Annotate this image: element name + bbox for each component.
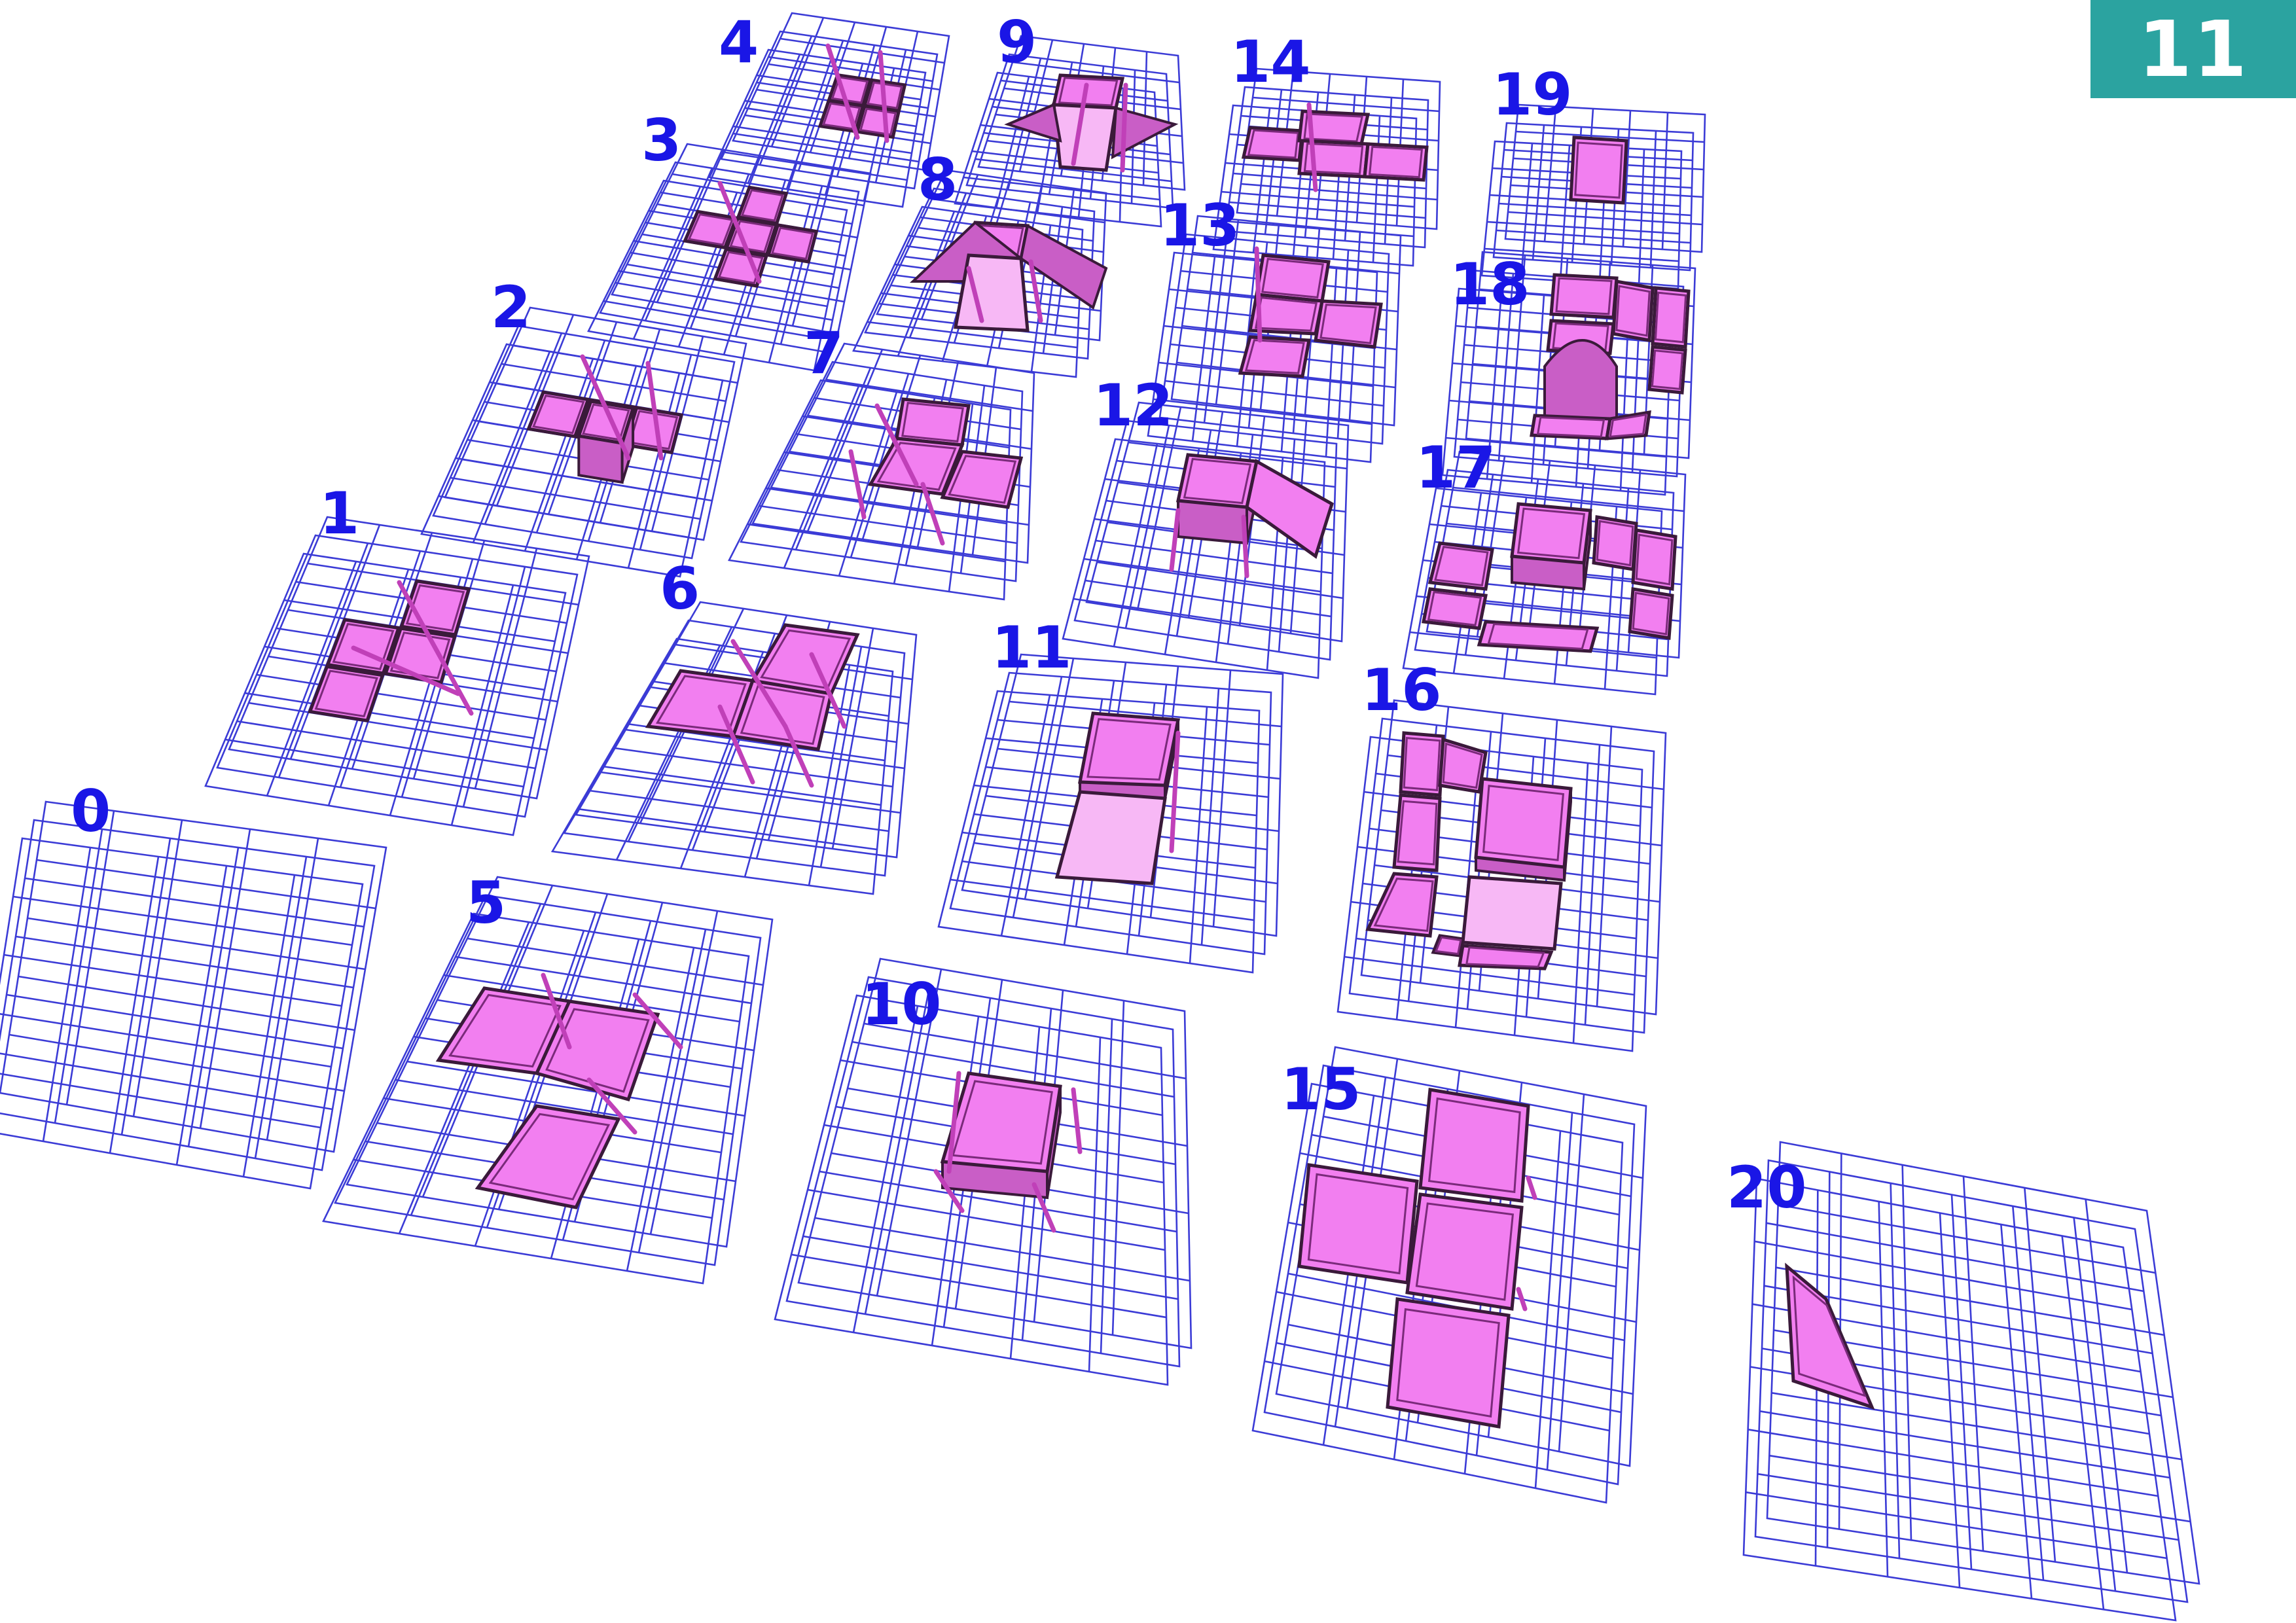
hinge-pin — [1244, 517, 1247, 576]
net-19 — [1571, 137, 1626, 203]
net-face-flap — [1247, 461, 1332, 556]
step-label-17: 17 — [1416, 434, 1496, 501]
step-label-11: 11 — [992, 614, 1071, 681]
net-5 — [439, 975, 681, 1207]
net-4 — [820, 46, 905, 141]
net-3 — [685, 183, 817, 286]
step-label-5: 5 — [466, 869, 506, 936]
net-face — [753, 625, 857, 694]
net-16 — [1368, 733, 1571, 969]
hinge-pin — [1257, 249, 1260, 340]
step-label-1: 1 — [319, 480, 359, 547]
step-label-14: 14 — [1230, 28, 1310, 96]
step-label-10: 10 — [861, 971, 941, 1038]
net-18 — [1532, 275, 1689, 438]
hinge-pin — [1073, 1090, 1080, 1152]
step-label-4: 4 — [719, 9, 759, 76]
net-11 — [1057, 713, 1178, 883]
net-6 — [648, 625, 857, 785]
net-layer — [310, 46, 1872, 1427]
net-2 — [529, 357, 681, 482]
net-12 — [1172, 455, 1332, 576]
step-label-0: 0 — [71, 777, 111, 845]
net-face-single — [1571, 137, 1626, 203]
step-label-12: 12 — [1093, 372, 1173, 439]
step-label-16: 16 — [1361, 656, 1441, 724]
step-label-3: 3 — [641, 107, 681, 174]
step-label-18: 18 — [1450, 251, 1530, 318]
net-10 — [936, 1073, 1080, 1230]
grid-0 — [0, 802, 386, 1188]
step-label-15: 15 — [1281, 1056, 1361, 1123]
grid-5 — [323, 877, 772, 1283]
net-1 — [310, 581, 471, 721]
net-face-top — [1178, 455, 1257, 507]
hinge-pin — [1528, 1178, 1535, 1198]
step-label-2: 2 — [491, 274, 531, 341]
step-label-6: 6 — [660, 555, 700, 622]
hinge-pin — [1518, 1289, 1525, 1309]
step-label-9: 9 — [997, 9, 1037, 76]
net-face — [478, 1106, 619, 1207]
hinge-pin — [1122, 85, 1126, 170]
grid-16 — [1338, 700, 1666, 1051]
hinge-pin — [1172, 510, 1178, 569]
net-face — [1388, 1299, 1509, 1427]
step-label-13: 13 — [1160, 192, 1240, 259]
step-label-7: 7 — [804, 319, 844, 387]
net-face-top — [1476, 779, 1571, 867]
step-label-8: 8 — [918, 146, 958, 213]
net-13 — [1240, 249, 1381, 376]
step-label-19: 19 — [1492, 61, 1572, 128]
page-number-badge: 11 — [2090, 0, 2296, 98]
step-label-20: 20 — [1727, 1154, 1806, 1221]
